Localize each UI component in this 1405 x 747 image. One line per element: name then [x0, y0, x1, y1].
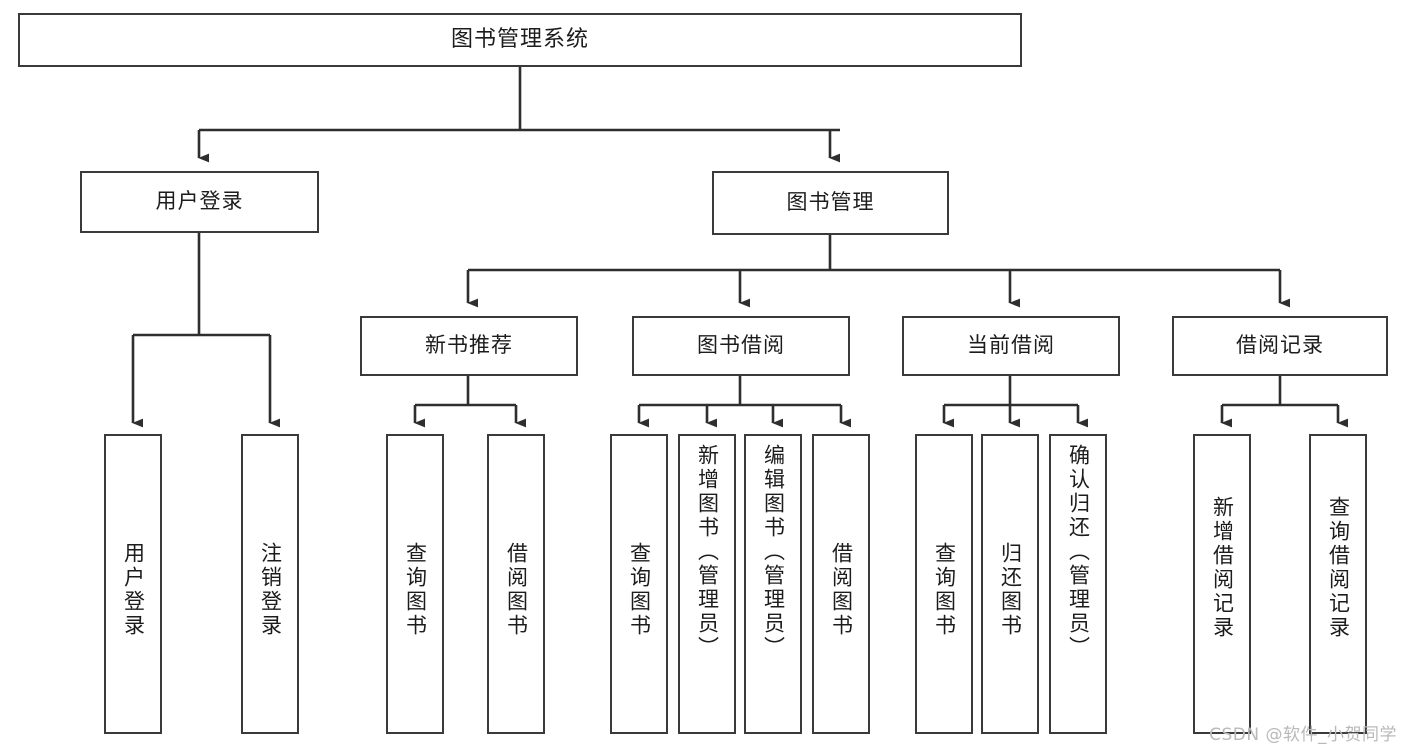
node-label: 用户登录 [155, 189, 244, 214]
node-label: 查询借阅记录 [1326, 496, 1351, 640]
node-user-login[interactable]: 用户登录 [80, 171, 319, 233]
node-book-borrow[interactable]: 图书借阅 [632, 316, 850, 376]
leaf-current-borrow-confirm-return[interactable]: 确认归还（管理员） [1049, 434, 1107, 734]
leaf-borrow-record-query-record[interactable]: 查询借阅记录 [1309, 434, 1367, 734]
node-label: 新书推荐 [425, 333, 513, 358]
leaf-book-borrow-add-book[interactable]: 新增图书（管理员） [678, 434, 736, 734]
leaf-current-borrow-return-book[interactable]: 归还图书 [981, 434, 1039, 734]
node-label: 注销登录 [258, 542, 283, 638]
node-book-management[interactable]: 图书管理 [712, 171, 949, 235]
leaf-new-book-borrow-book[interactable]: 借阅图书 [487, 434, 545, 734]
leaf-current-borrow-query-book[interactable]: 查询图书 [915, 434, 973, 734]
leaf-book-borrow-edit-book[interactable]: 编辑图书（管理员） [744, 434, 802, 734]
leaf-user-login-logout[interactable]: 注销登录 [241, 434, 299, 734]
node-label: 查询图书 [403, 542, 428, 638]
node-label: 图书管理 [786, 190, 875, 215]
node-label: 新增借阅记录 [1210, 496, 1235, 640]
node-label: 新增图书（管理员） [695, 444, 720, 660]
node-new-book-recommend[interactable]: 新书推荐 [360, 316, 578, 376]
node-label: 归还图书 [998, 542, 1023, 638]
node-current-borrow[interactable]: 当前借阅 [902, 316, 1120, 376]
node-label: 图书借阅 [697, 333, 785, 358]
node-borrow-record[interactable]: 借阅记录 [1172, 316, 1388, 376]
node-label: 编辑图书（管理员） [761, 444, 786, 660]
node-label: 用户登录 [121, 542, 146, 638]
node-label: 借阅图书 [829, 542, 854, 638]
leaf-book-borrow-query-book[interactable]: 查询图书 [610, 434, 668, 734]
leaf-borrow-record-add-record[interactable]: 新增借阅记录 [1193, 434, 1251, 734]
node-label: 当前借阅 [967, 333, 1055, 358]
leaf-new-book-query-book[interactable]: 查询图书 [386, 434, 444, 734]
node-root-book-management-system[interactable]: 图书管理系统 [18, 13, 1022, 67]
leaf-user-login-login[interactable]: 用户登录 [104, 434, 162, 734]
node-label: 确认归还（管理员） [1066, 444, 1091, 660]
node-label: 借阅记录 [1236, 333, 1324, 358]
node-label: 借阅图书 [504, 542, 529, 638]
watermark: CSDN @软件_小贺同学 [1209, 725, 1397, 745]
leaf-book-borrow-borrow-book[interactable]: 借阅图书 [812, 434, 870, 734]
node-label: 图书管理系统 [450, 26, 589, 52]
node-label: 查询图书 [932, 542, 957, 638]
node-label: 查询图书 [627, 542, 652, 638]
